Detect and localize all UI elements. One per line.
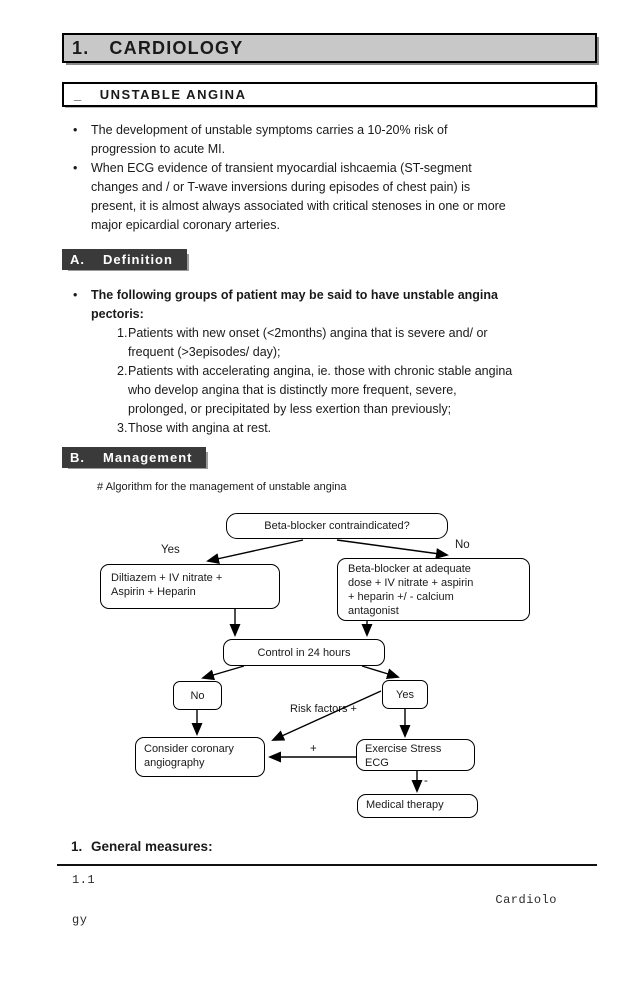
definition-lead: • The following groups of patient may be… — [62, 286, 597, 324]
section-b-label: B. — [70, 450, 85, 465]
flowchart-node-exercise-ecg: Exercise Stress ECG — [356, 739, 475, 771]
flowchart-node-question: Beta-blocker contraindicated? — [226, 513, 448, 539]
definition-lead-text: The following groups of patient may be s… — [91, 288, 498, 321]
algorithm-caption: # Algorithm for the management of unstab… — [97, 481, 347, 493]
footer-chapter-name-wrap: gy — [72, 913, 88, 927]
management-flowchart: Beta-blocker contraindicated? Yes No Dil… — [62, 501, 598, 833]
flowchart-node-control: Control in 24 hours — [223, 639, 385, 666]
flowchart-label-minus: - — [424, 775, 428, 787]
topic-prefix: _ — [74, 87, 83, 102]
flowchart-node-yes: Yes — [382, 680, 428, 709]
list-item: • The following groups of patient may be… — [62, 286, 597, 324]
flowchart-label-plus: + — [310, 743, 317, 755]
topic-title: UNSTABLE ANGINA — [99, 87, 247, 102]
chapter-header: 1. CARDIOLOGY — [62, 33, 597, 63]
edge-control-yes — [361, 665, 400, 680]
document-page: 1. CARDIOLOGY _ UNSTABLE ANGINA • The de… — [0, 33, 638, 996]
flowchart-arrows — [191, 539, 449, 793]
bullet-marker: • — [73, 288, 78, 302]
intro-bullets: • The development of unstable symptoms c… — [62, 121, 597, 235]
edge-question-no — [336, 539, 449, 559]
footer-chapter-name: Cardiolo — [495, 893, 557, 907]
footer-section-number: 1.1 — [72, 873, 96, 887]
edge-riskfactors-to-consider — [271, 690, 382, 741]
heading-text: General measures: — [91, 839, 213, 854]
bullet-marker: • — [73, 123, 78, 137]
flowchart-node-medical-therapy: Medical therapy — [357, 794, 478, 818]
section-a-header: A. Definition — [62, 249, 187, 270]
edge-question-yes — [206, 539, 304, 564]
list-item: 2. Patients with accelerating angina, ie… — [62, 362, 597, 419]
section-a-title: Definition — [103, 252, 173, 267]
list-item: • The development of unstable symptoms c… — [62, 121, 597, 159]
flowchart-label-yes: Yes — [161, 544, 180, 556]
section-b-header: B. Management — [62, 447, 207, 468]
general-measures-heading: 1. General measures: — [62, 839, 597, 854]
flowchart-node-no: No — [173, 681, 222, 710]
page-footer: 1.1 Cardiolo gy — [62, 870, 597, 930]
item-text: Patients with new onset (<2months) angin… — [128, 326, 488, 359]
list-item: 1. Patients with new onset (<2months) an… — [62, 324, 597, 362]
flowchart-label-no: No — [455, 539, 470, 551]
intro-bullet-text: When ECG evidence of transient myocardia… — [91, 161, 506, 232]
flowchart-node-right-branch: Beta-blocker at adequate dose + IV nitra… — [337, 558, 530, 621]
item-number: 1. — [117, 326, 128, 340]
edge-control-no — [201, 665, 245, 681]
list-item: • When ECG evidence of transient myocard… — [62, 159, 597, 235]
bullet-marker: • — [73, 161, 78, 175]
topic-header: _ UNSTABLE ANGINA — [62, 82, 597, 107]
list-item: 3. Those with angina at rest. — [62, 419, 597, 438]
chapter-number: 1. — [72, 37, 90, 58]
heading-number: 1. — [71, 839, 83, 854]
flowchart-node-left-branch: Diltiazem + IV nitrate + Aspirin + Hepar… — [100, 564, 280, 609]
item-number: 3. — [117, 421, 128, 435]
section-b-title: Management — [103, 450, 193, 465]
flowchart-node-consider-angiography: Consider coronary angiography — [135, 737, 265, 777]
section-a-label: A. — [70, 252, 85, 267]
item-text: Those with angina at rest. — [128, 421, 272, 435]
intro-bullet-text: The development of unstable symptoms car… — [91, 123, 448, 156]
definition-list: 1. Patients with new onset (<2months) an… — [62, 324, 597, 438]
flowchart-label-risk-factors: Risk factors + — [290, 703, 357, 715]
footer-divider — [57, 864, 597, 866]
item-number: 2. — [117, 364, 128, 378]
chapter-title: CARDIOLOGY — [109, 37, 244, 58]
item-text: Patients with accelerating angina, ie. t… — [128, 364, 513, 416]
